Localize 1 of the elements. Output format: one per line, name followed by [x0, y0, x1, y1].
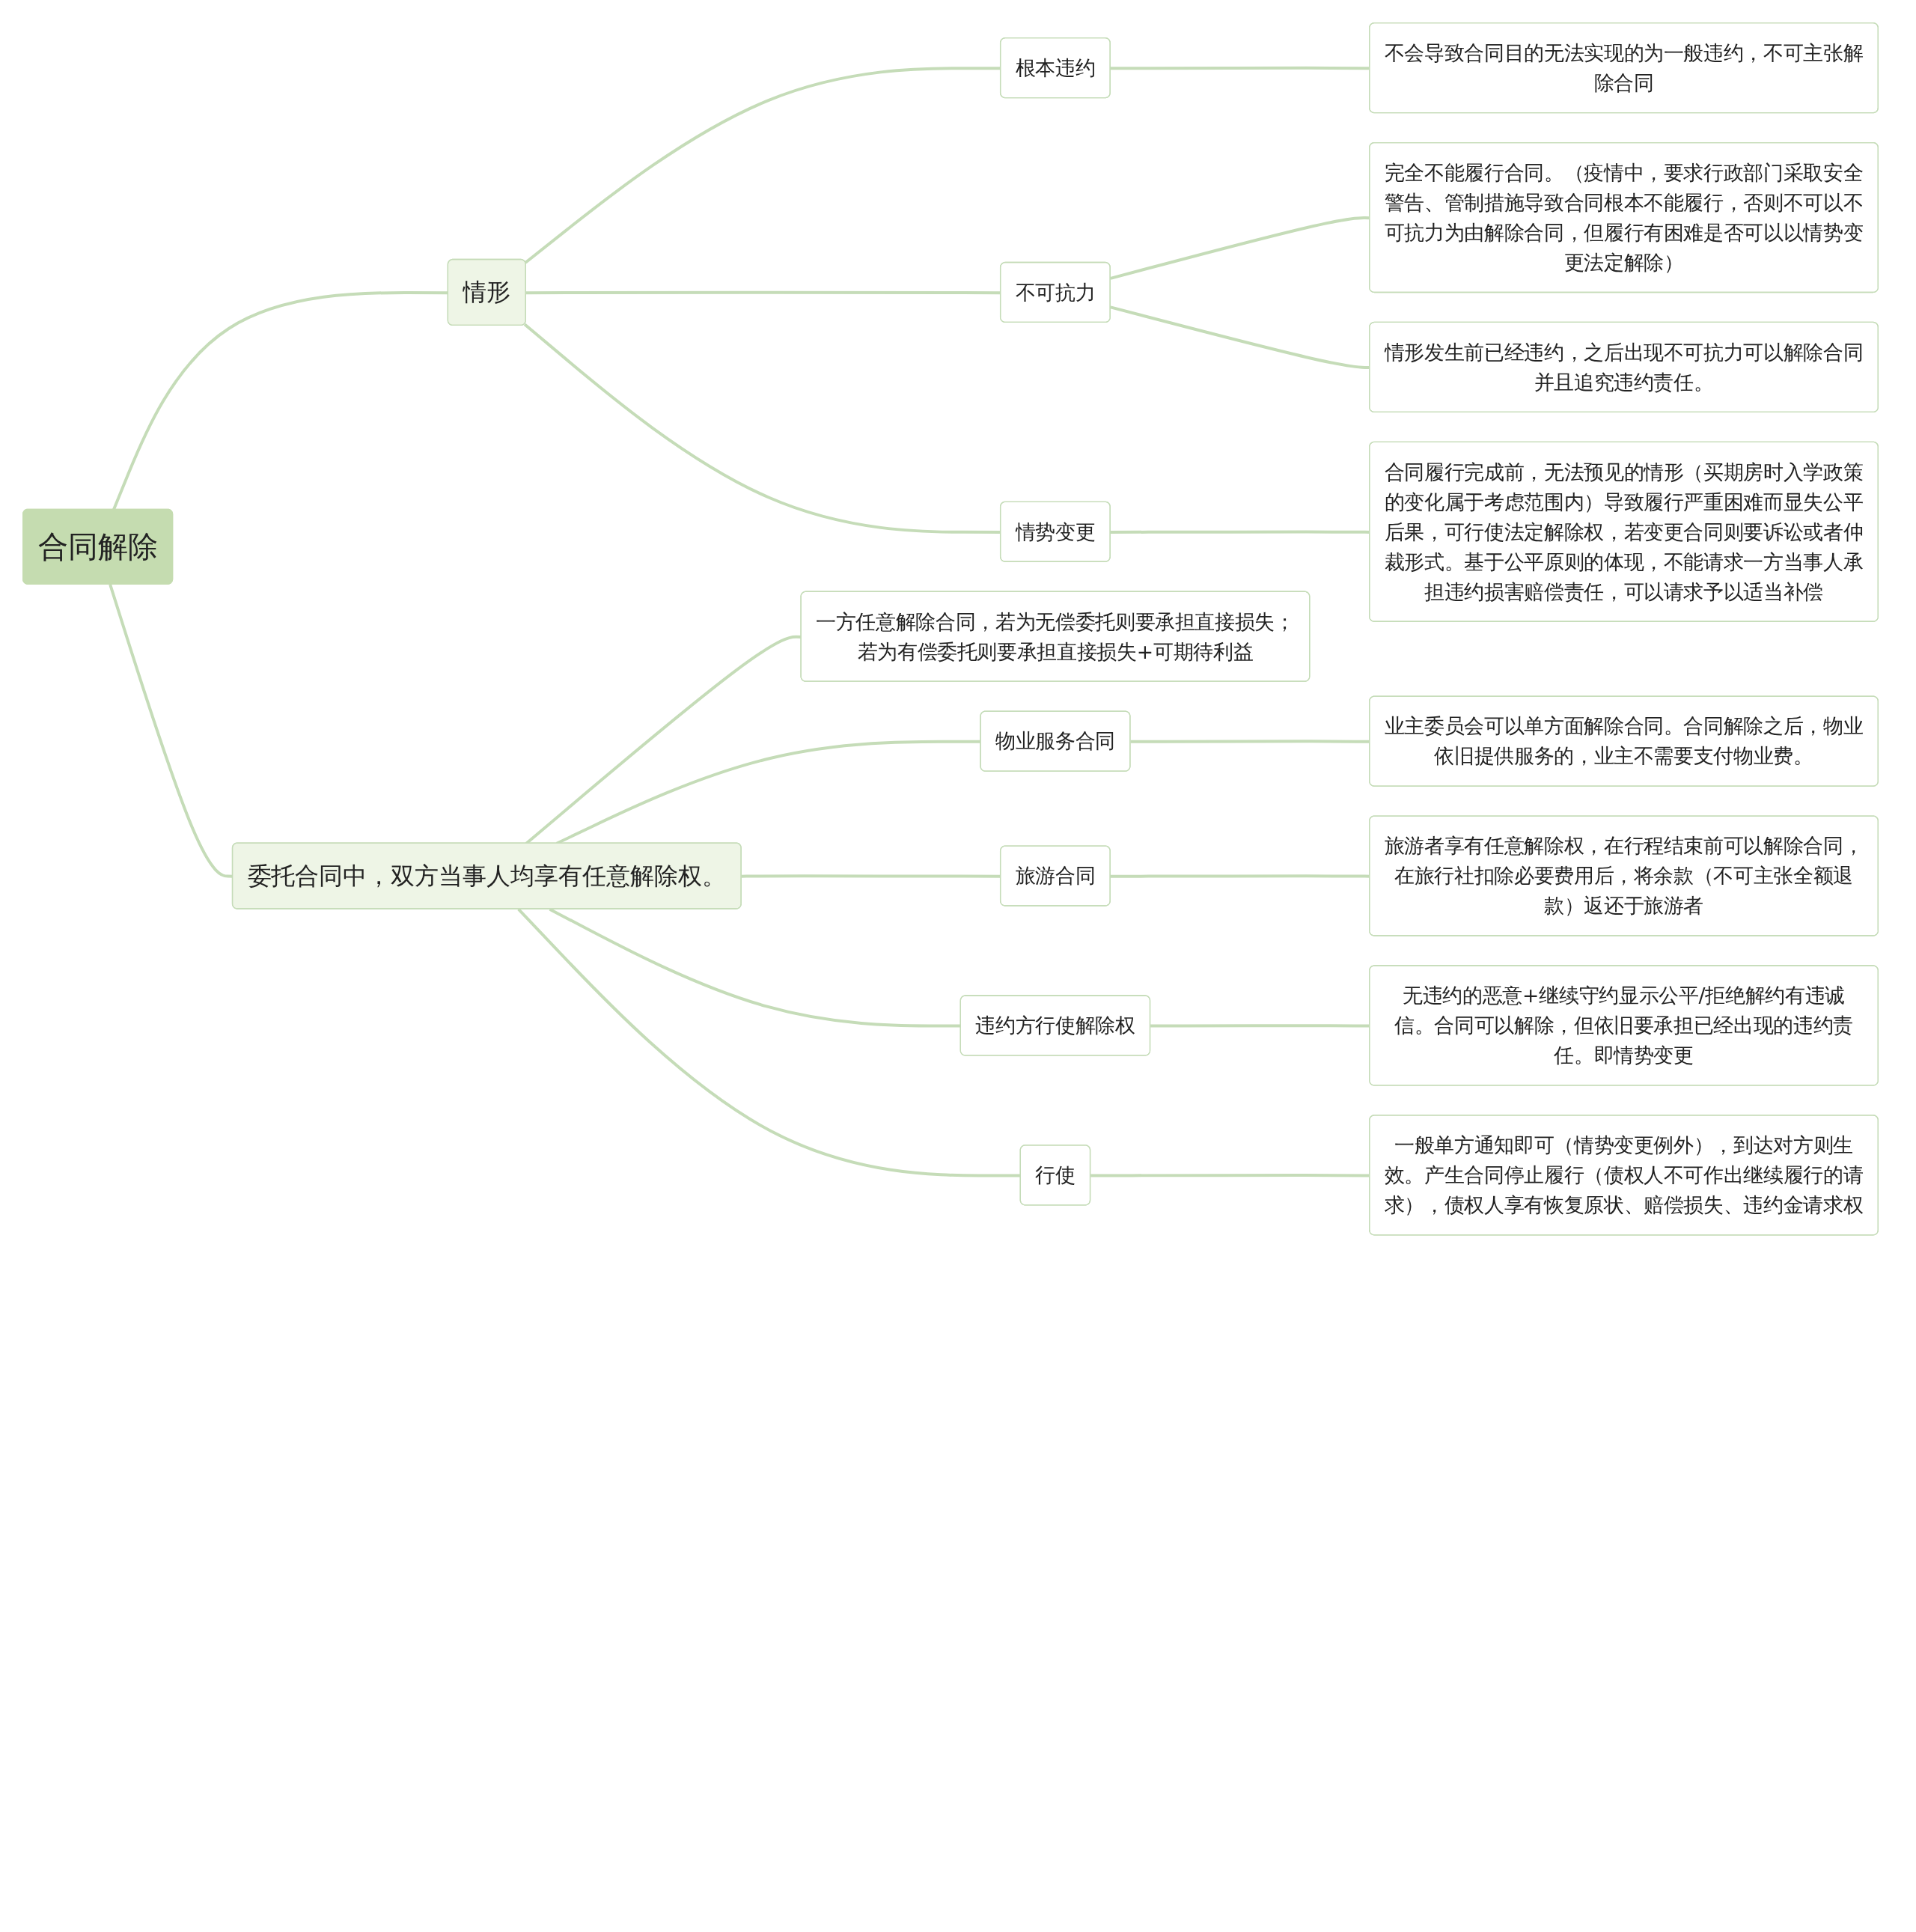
connector [517, 908, 1021, 1177]
